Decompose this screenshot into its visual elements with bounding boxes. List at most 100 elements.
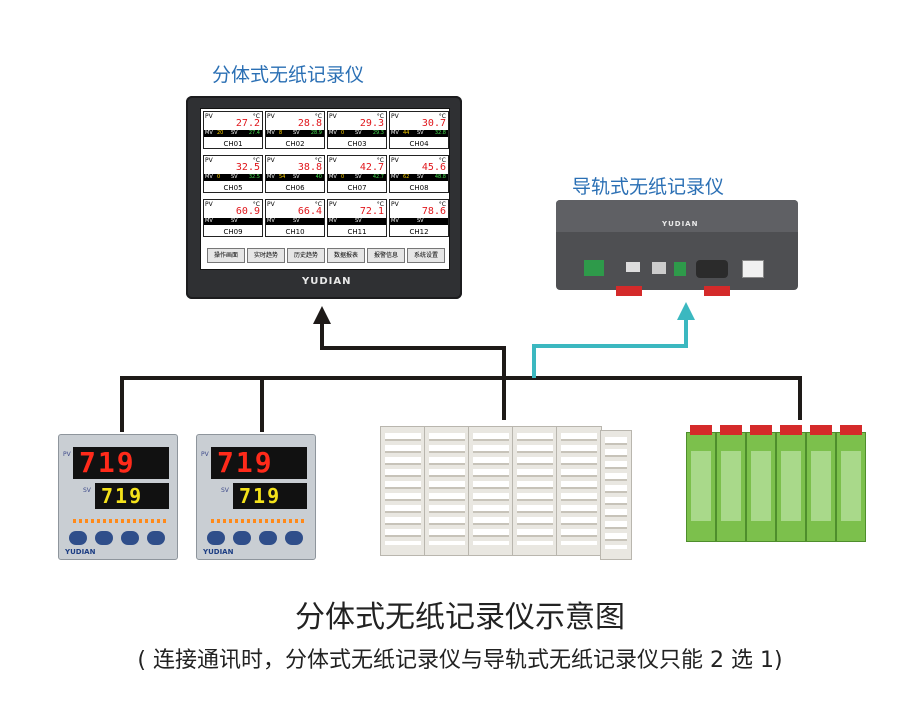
controller-key-1[interactable] [207, 531, 225, 545]
controller-key-4[interactable] [147, 531, 165, 545]
channel-sv-label: SV [293, 218, 300, 224]
controller-pv-tag: PV [63, 451, 71, 458]
channel-name: CH12 [409, 228, 429, 236]
transmitter-terminal [720, 425, 742, 435]
controller-key-3[interactable] [121, 531, 139, 545]
controller-brand: YUDIAN [65, 548, 96, 556]
screen-button-history-trend[interactable]: 历史趋势 [287, 248, 325, 263]
channel-unit: °C [314, 201, 322, 208]
module-slots [385, 433, 421, 545]
rail-recorder-top-cover [556, 200, 798, 232]
channel-pv-value: 28.8 [297, 118, 322, 129]
uplink-to-split-recorder [320, 322, 506, 378]
diagram-note: ( 连接通讯时，分体式无纸记录仪与导轨式无纸记录仪只能 2 选 1) [137, 648, 783, 673]
screen-button-system-settings[interactable]: 系统设置 [407, 248, 445, 263]
channel-name: CH02 [285, 140, 305, 148]
controller-sv-value: 719 [101, 484, 144, 508]
channel-sv-value: 32.8 [434, 130, 446, 136]
channel-unit: °C [438, 201, 446, 208]
channel-pv-label: PV [329, 113, 337, 120]
channel-sv-value: 42.7 [372, 174, 384, 180]
io-module-2 [424, 426, 470, 556]
channel-mv-label: MV [391, 174, 399, 180]
channel-pv-value: 60.9 [235, 206, 260, 217]
channel-mv-label: MV [205, 218, 213, 224]
transmitter-face [811, 451, 831, 521]
module-slots [473, 433, 509, 545]
controller-key-3[interactable] [259, 531, 277, 545]
rail-usb-b-port [652, 262, 666, 274]
controller-led-bar [73, 519, 169, 523]
transmitter-terminal [840, 425, 862, 435]
channel-name: CH10 [285, 228, 305, 236]
uplink-to-rail-recorder [532, 318, 688, 378]
transmitter-face [841, 451, 861, 521]
channel-sv-value: 32.5 [248, 174, 260, 180]
channel-mv-value: 20 [217, 130, 224, 136]
channel-sv-value: 28.9 [310, 130, 322, 136]
controller-pv-value: 719 [79, 446, 136, 479]
channel-mv-value: 0 [341, 174, 345, 180]
transmitter-terminal [690, 425, 712, 435]
channel-unit: °C [438, 157, 446, 164]
channel-unit: °C [252, 201, 260, 208]
screen-button-alarm-info[interactable]: 报警信息 [367, 248, 405, 263]
channel-pv-label: PV [205, 201, 213, 208]
channel-name: CH11 [347, 228, 367, 236]
rail-transmitter-3 [746, 425, 776, 542]
screen-button-data-report[interactable]: 数据报表 [327, 248, 365, 263]
channel-pv-value: 78.6 [421, 206, 446, 217]
channel-mv-value: 0 [341, 130, 345, 136]
controller-key-1[interactable] [69, 531, 87, 545]
channel-sv-label: SV [355, 174, 362, 180]
channel-pv-label: PV [391, 201, 399, 208]
channel-sv-label: SV [355, 130, 362, 136]
channel-sv-label: SV [293, 130, 300, 136]
controller-key-4[interactable] [285, 531, 303, 545]
controller-key-2[interactable] [95, 531, 113, 545]
transmitter-terminal [750, 425, 772, 435]
bus-horizontal-line [120, 376, 802, 432]
channel-name: CH07 [347, 184, 367, 192]
module-slots [605, 437, 627, 549]
controller-sv-value: 719 [239, 484, 282, 508]
channel-pv-label: PV [267, 113, 275, 120]
channel-pv-value: 32.5 [235, 162, 260, 173]
channel-pv-value: 42.7 [359, 162, 384, 173]
channel-pv-value: 29.3 [359, 118, 384, 129]
channel-pv-label: PV [267, 157, 275, 164]
channel-mv-value: 54 [279, 174, 286, 180]
channel-unit: °C [252, 113, 260, 120]
screen-button-operation[interactable]: 操作画面 [207, 248, 245, 263]
controller-key-2[interactable] [233, 531, 251, 545]
controller-sv-display: 719 [95, 483, 169, 509]
channel-sv-value: 48.8 [434, 174, 446, 180]
channel-mv-value: 0 [217, 174, 221, 180]
channel-sv-value: 29.3 [372, 130, 384, 136]
transmitter-face [751, 451, 771, 521]
arrow-to-rail-recorder [677, 302, 695, 320]
controller-sv-tag: SV [221, 487, 229, 494]
temperature-controller-2: PV 719 SV 719 YUDIAN [196, 434, 316, 560]
channel-unit: °C [376, 201, 384, 208]
rail-recorder-label: 导轨式无纸记录仪 [572, 176, 725, 198]
channel-pv-label: PV [329, 201, 337, 208]
screen-button-realtime-trend[interactable]: 实时趋势 [247, 248, 285, 263]
screen-button-row: 操作画面 实时趋势 历史趋势 数据报表 报警信息 系统设置 [205, 247, 445, 263]
